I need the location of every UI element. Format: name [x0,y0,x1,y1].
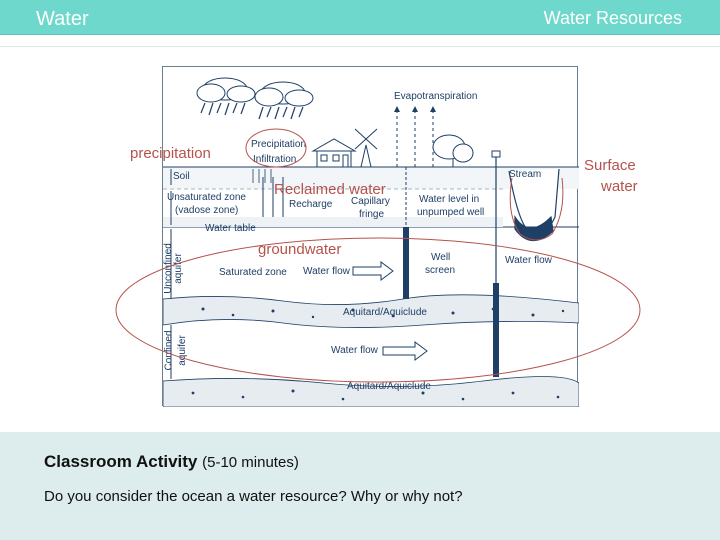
slide-title: Water Resources [543,8,682,28]
cloud-left-icon [196,77,256,103]
upper-aquitard-label: Aquitard/Aquiclude [343,307,427,318]
upper-aquitard [163,294,579,328]
water-flow-upper-label: Water flow [303,266,350,277]
stream-channel [508,168,560,242]
activity-heading: Classroom Activity [44,452,198,471]
surface-water-annotation-line1: Surface [584,157,636,174]
groundwater-annotation: groundwater [258,241,342,258]
classroom-activity-panel: Classroom Activity (5-10 minutes) Do you… [0,432,720,540]
windmill-icon [354,128,378,168]
surface-water-annotation-line2: water [601,178,638,195]
unpumped-well-label: unpumped well [417,207,485,218]
vadose-zone-label: (vadose zone) [175,205,239,216]
reclaimed-ellipse [245,128,307,168]
lower-aquitard [163,376,579,407]
capillary-label: Capillary [351,196,390,207]
water-flow-lower-label: Water flow [331,345,378,356]
capillary-fringe-band [163,217,503,227]
upper-aquitard-dots [201,307,565,319]
recharge-arrows [262,177,284,217]
diagram-drawing [163,77,579,407]
water-flow-arrow-lower [382,341,428,361]
rain-left-icon [200,102,246,116]
screen-label: screen [425,265,456,276]
evapotranspiration-arrows [394,106,436,167]
activity-question: Do you consider the ocean a water resour… [44,488,463,505]
rain-right-icon [258,106,304,120]
reclaimed-water-annotation: Reclaimed water [274,181,386,198]
infiltration-arrows [252,169,272,183]
lower-aquitard-dots [191,389,560,401]
unsaturated-zone-label: Unsaturated zone [167,192,246,203]
soil-band [163,167,579,189]
precipitation-label: Precipitation [251,139,307,150]
well-cap [491,150,501,158]
unconfined-well [403,227,409,299]
title-bar: Water Water Resources [0,0,720,35]
stream-label: Stream [509,169,542,180]
groundwater-ellipse [115,237,641,383]
water-level-label: Water level in [419,194,480,205]
lower-aquitard-label: Aquitard/Aquiclude [347,381,431,392]
cloud-right-icon [254,81,314,107]
water-flow-arrow-upper [352,261,394,281]
soil-label: Soil [173,171,190,182]
water-table-label: Water table [205,223,256,234]
tree-icon [432,134,474,167]
surface-water-highlight [509,177,564,241]
house-icon [311,138,357,168]
well-label: Well [431,252,451,263]
slide-section-title: Water [36,8,89,30]
activity-title: Classroom Activity (5-10 minutes) [44,452,299,472]
fringe-label: fringe [359,209,385,220]
evapotranspiration-label: Evapotranspiration [394,91,478,102]
recharge-label: Recharge [289,199,333,210]
precipitation-annotation: precipitation [130,145,211,162]
saturated-zone-label: Saturated zone [219,267,287,278]
groundwater-diagram: Evapotranspiration Precipitation Infiltr… [162,66,579,407]
infiltration-label: Infiltration [253,154,297,165]
confined-well [493,283,499,377]
water-flow-stream-label: Water flow [505,255,552,266]
activity-duration: (5-10 minutes) [202,454,299,471]
